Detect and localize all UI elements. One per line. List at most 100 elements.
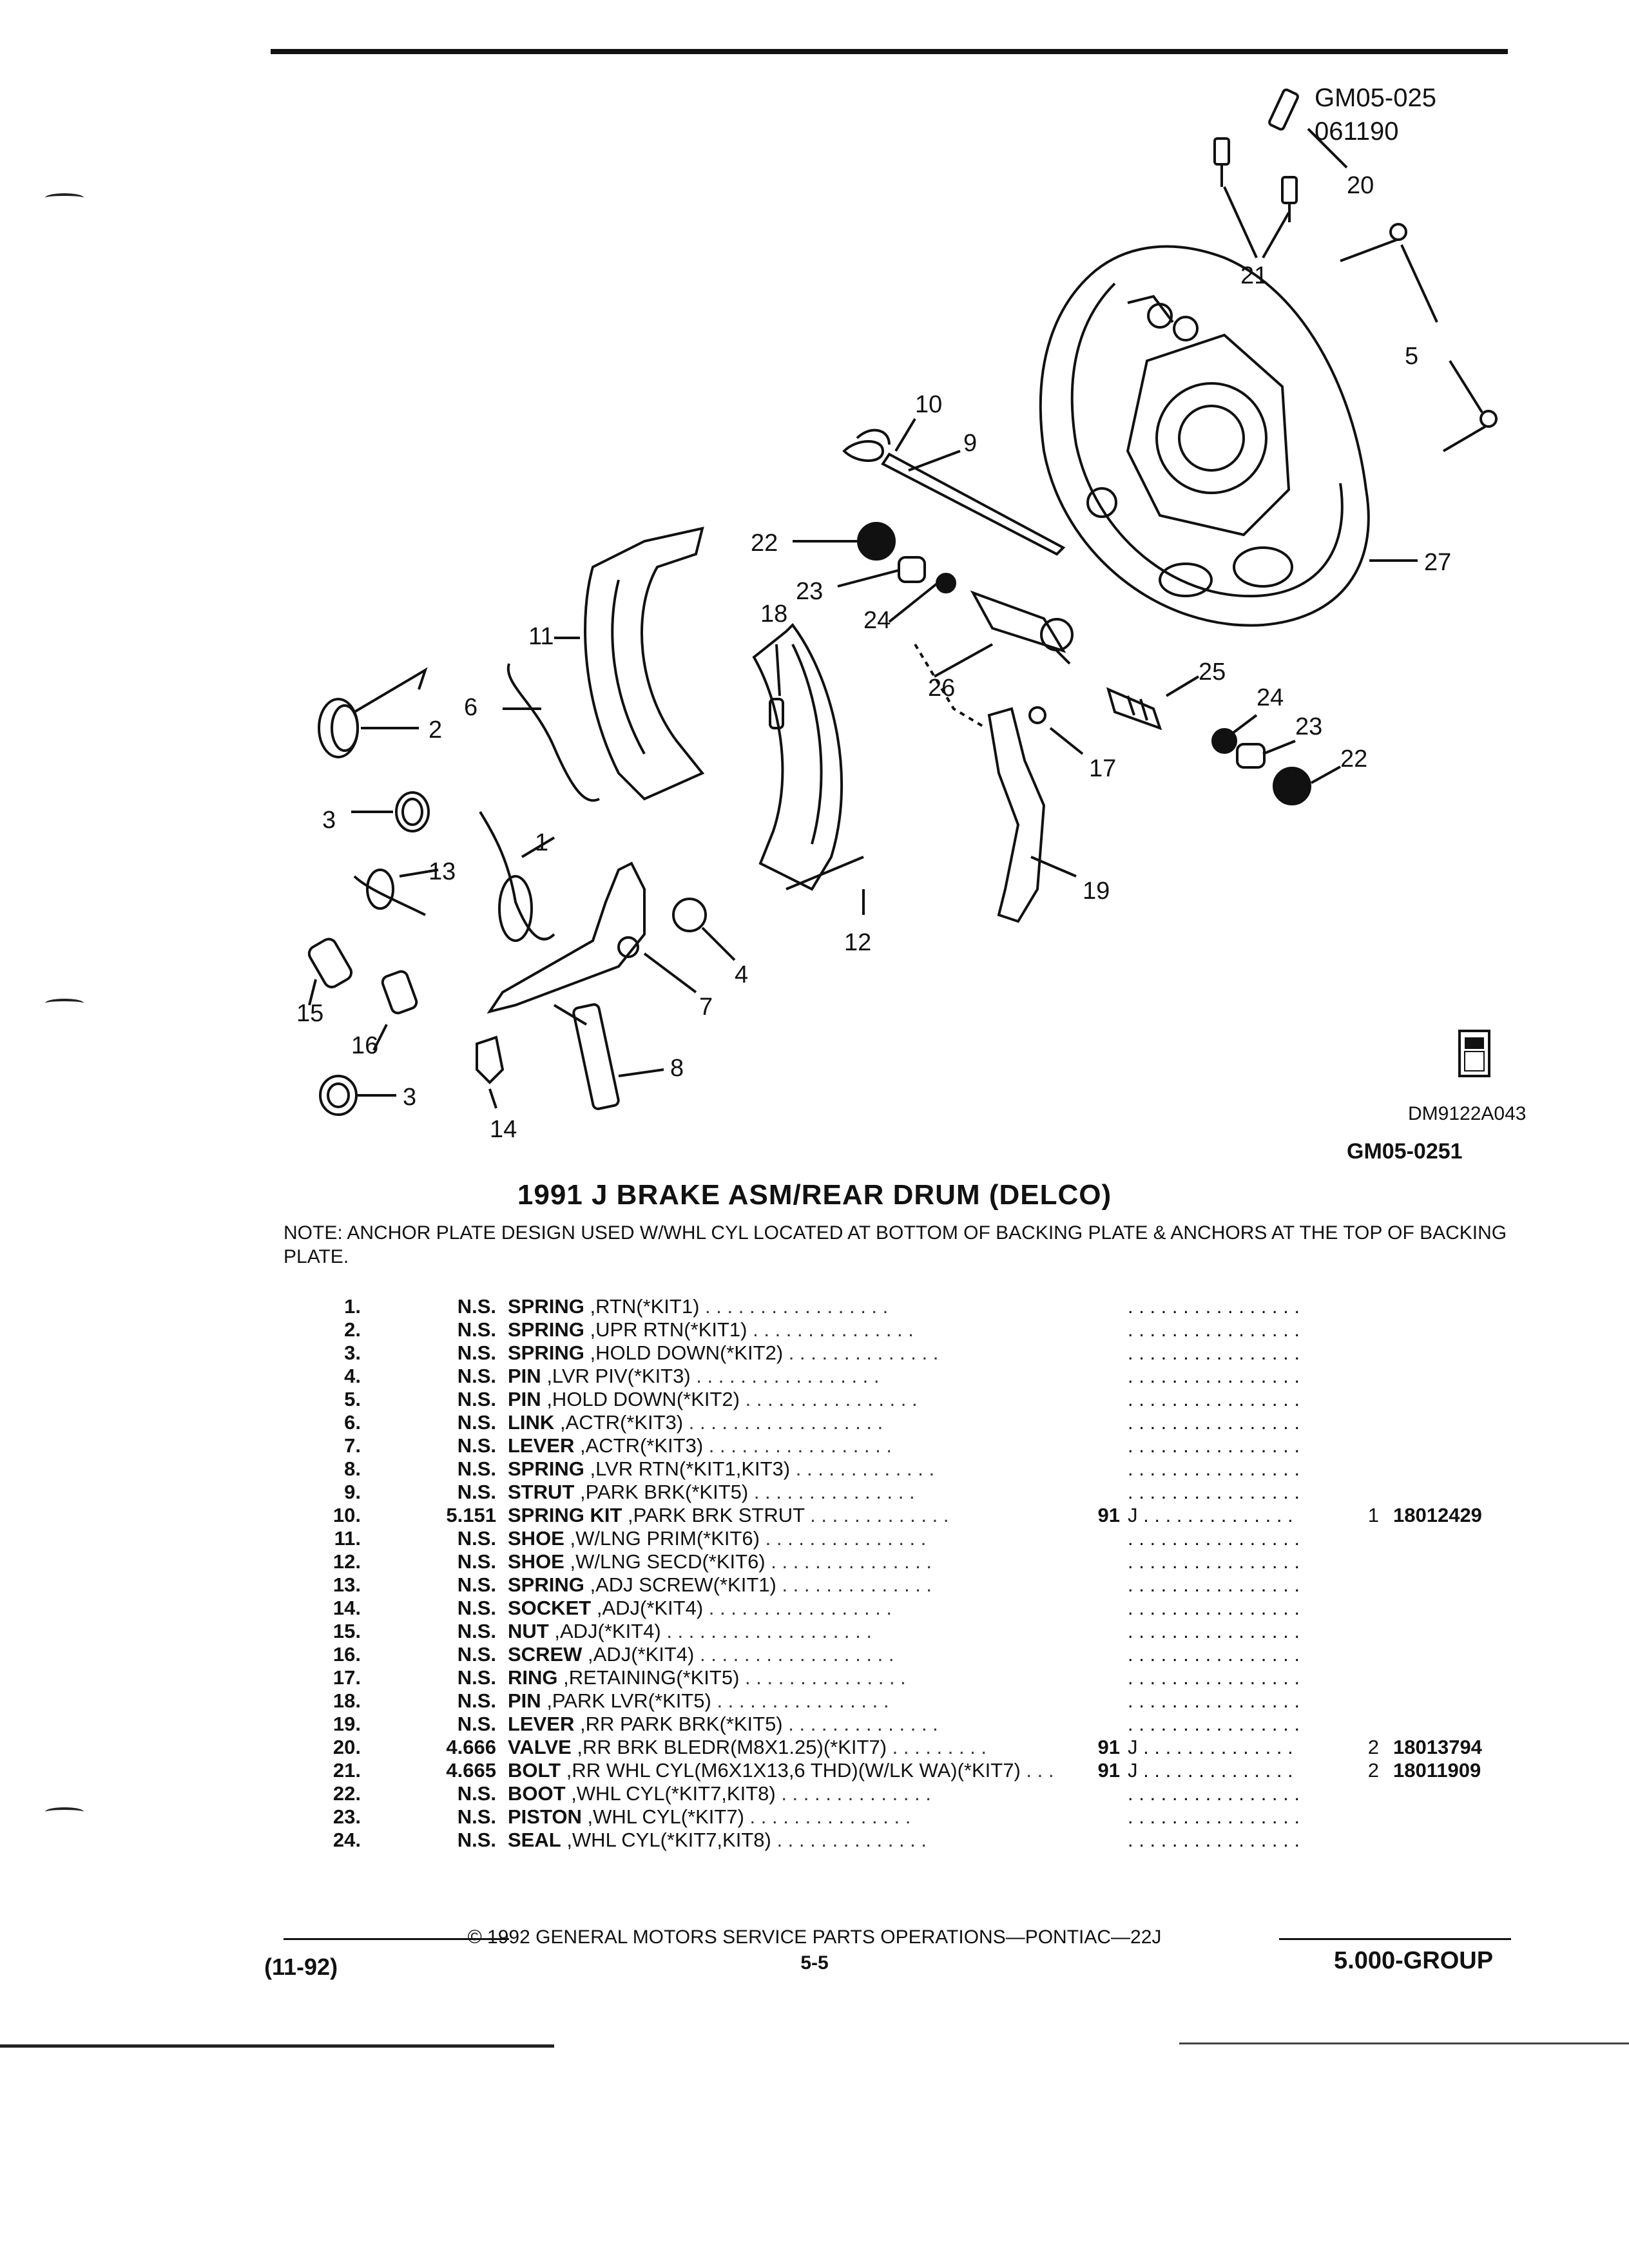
item-number: 1. <box>344 1295 361 1318</box>
parts-row: 14.N.S.SOCKET ,ADJ(*KIT4) . . . . . . . … <box>309 1597 1509 1620</box>
part-detail: ,ADJ SCREW(*KIT1) <box>590 1573 776 1596</box>
leader-dots: . . . . . . . . . . . . . . . . <box>1128 1434 1300 1457</box>
scan-edge-rule <box>0 2044 554 2048</box>
top-rule <box>271 49 1508 54</box>
callout: 20 <box>1347 172 1374 199</box>
item-number: 13. <box>333 1573 361 1596</box>
revision-date: (11-92) <box>264 1954 338 1980</box>
part-detail: ,ADJ(*KIT4) <box>554 1620 661 1642</box>
model-code: . . . . . . . . . . . . . . . . <box>1128 1457 1347 1481</box>
item-number: 17. <box>333 1666 361 1689</box>
model-year <box>1068 1318 1128 1341</box>
leader-dots: . . . . . . . . . . . . . . . . <box>1128 1620 1300 1642</box>
leader-dots: . . . . . . . . . . . . . <box>804 1504 949 1526</box>
page-number: 5-5 <box>800 1952 829 1974</box>
part-number <box>1393 1597 1509 1620</box>
svg-text:14: 14 <box>490 1116 517 1143</box>
copyright: © 1992 GENERAL MOTORS SERVICE PARTS OPER… <box>467 1927 1162 1948</box>
model-code: . . . . . . . . . . . . . . . . <box>1128 1481 1347 1504</box>
gm-spo-logo <box>1458 1030 1490 1077</box>
group-code: N.S. <box>457 1434 496 1457</box>
part-number <box>1393 1782 1509 1805</box>
part-description: NUT ,ADJ(*KIT4) . . . . . . . . . . . . … <box>508 1620 1068 1643</box>
part-number <box>1393 1643 1509 1666</box>
leader-dots: . . . . . . . . . . . . . . . <box>744 1805 911 1828</box>
model-code: . . . . . . . . . . . . . . . . <box>1128 1434 1347 1457</box>
parts-row: 13.N.S.SPRING ,ADJ SCREW(*KIT1) . . . . … <box>309 1573 1509 1597</box>
leader-dots: . . . . . . . . . . . . . . . . <box>1128 1481 1300 1503</box>
leader-dots: . . . . . . . . . . . . . . . . <box>1128 1411 1300 1434</box>
parts-row: 5.N.S.PIN ,HOLD DOWN(*KIT2) . . . . . . … <box>309 1388 1509 1411</box>
item-number: 14. <box>333 1597 361 1619</box>
quantity <box>1347 1643 1393 1666</box>
leader-dots: . . . . . . . . . . . . . . . <box>747 1318 914 1341</box>
model-year <box>1068 1666 1128 1689</box>
part-description: SEAL ,WHL CYL(*KIT7,KIT8) . . . . . . . … <box>508 1829 1068 1852</box>
part-number <box>1393 1341 1509 1365</box>
model-year <box>1068 1643 1128 1666</box>
item-number: 10. <box>333 1504 361 1526</box>
part-name: VALVE <box>508 1736 572 1758</box>
part-detail: ,LVR PIV(*KIT3) <box>546 1365 691 1387</box>
parts-row: 19.N.S.LEVER ,RR PARK BRK(*KIT5) . . . .… <box>309 1713 1509 1736</box>
quantity <box>1347 1620 1393 1643</box>
model-year <box>1068 1573 1128 1597</box>
leader-dots: . . . . . . . . . . . . . . . . <box>1128 1829 1300 1851</box>
leader-dots: . . . . . . . . . . . . . . <box>783 1341 939 1364</box>
leader-dots: . . . . . . . . . . . . . . . . <box>1128 1550 1300 1573</box>
part-description: PIN ,PARK LVR(*KIT5) . . . . . . . . . .… <box>508 1689 1068 1713</box>
bolts-and-valve <box>1213 88 1348 258</box>
part-name: NUT <box>508 1620 549 1642</box>
item-number: 5. <box>344 1388 361 1410</box>
group-code: N.S. <box>457 1341 496 1364</box>
group-code: N.S. <box>457 1481 496 1503</box>
group-code: N.S. <box>457 1689 496 1712</box>
parts-row: 16.N.S.SCREW ,ADJ(*KIT4) . . . . . . . .… <box>309 1643 1509 1666</box>
leader-dots: . . . . . . . . . . . . . . . <box>765 1550 932 1573</box>
part-description: LEVER ,ACTR(*KIT3) . . . . . . . . . . .… <box>508 1434 1068 1457</box>
quantity: 2 <box>1367 1759 1379 1782</box>
quantity <box>1347 1573 1393 1597</box>
model-code: . . . . . . . . . . . . . . . . <box>1128 1643 1347 1666</box>
part-name: SEAL <box>508 1829 561 1851</box>
leader-dots: . . . . . . . . . . . . . . <box>775 1782 931 1805</box>
margin-mark <box>45 999 84 1008</box>
leader-dots: . . . . . . . . . . . . . . <box>771 1829 927 1851</box>
leader-dots: . . . . . . . . . . . . . . . . . . <box>694 1643 894 1666</box>
svg-text:27: 27 <box>1424 549 1451 576</box>
group-code: N.S. <box>457 1457 496 1480</box>
group-code: 4.666 <box>446 1736 496 1758</box>
model-code: J . . . . . . . . . . . . . . <box>1128 1759 1293 1782</box>
group-code: N.S. <box>457 1573 496 1596</box>
svg-text:22: 22 <box>751 530 778 557</box>
quantity: 2 <box>1367 1736 1379 1758</box>
svg-text:13: 13 <box>429 858 456 885</box>
part-detail: ,PARK BRK(*KIT5) <box>579 1481 749 1503</box>
part-number <box>1393 1666 1509 1689</box>
part-number: 18011909 <box>1393 1759 1481 1782</box>
quantity: 1 <box>1367 1504 1379 1526</box>
item-number: 3. <box>344 1341 361 1364</box>
scan-edge-rule <box>1179 2042 1629 2044</box>
part-name: SPRING <box>508 1457 584 1480</box>
model-code: . . . . . . . . . . . . . . . . <box>1128 1689 1347 1713</box>
model-code: . . . . . . . . . . . . . . . . <box>1128 1597 1347 1620</box>
parts-row: 17.N.S.RING ,RETAINING(*KIT5) . . . . . … <box>309 1666 1509 1689</box>
part-description: SPRING ,RTN(*KIT1) . . . . . . . . . . .… <box>508 1295 1068 1318</box>
model-year <box>1068 1713 1128 1736</box>
model-code: . . . . . . . . . . . . . . . . <box>1128 1365 1347 1388</box>
quantity <box>1347 1597 1393 1620</box>
item-number: 21. <box>333 1759 361 1782</box>
quantity <box>1347 1481 1393 1504</box>
quantity <box>1347 1527 1393 1550</box>
group-code: N.S. <box>457 1597 496 1619</box>
quantity <box>1347 1550 1393 1573</box>
strut-and-spring <box>842 418 1066 556</box>
part-detail: ,ACTR(*KIT3) <box>579 1434 704 1457</box>
model-code: . . . . . . . . . . . . . . . . <box>1128 1666 1347 1689</box>
group-code: N.S. <box>457 1527 496 1550</box>
part-description: SPRING ,UPR RTN(*KIT1) . . . . . . . . .… <box>508 1318 1068 1341</box>
model-code: . . . . . . . . . . . . . . . . <box>1128 1620 1347 1643</box>
model-code: . . . . . . . . . . . . . . . . <box>1128 1527 1347 1550</box>
model-year <box>1068 1457 1128 1481</box>
